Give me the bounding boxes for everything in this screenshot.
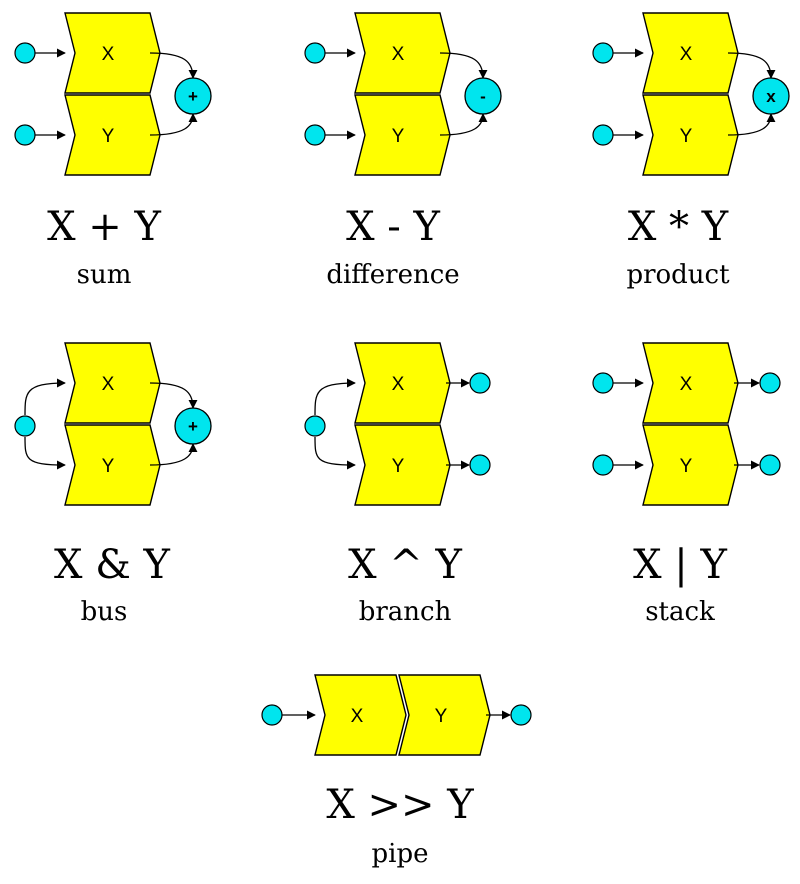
bus-expression: X & Y (54, 542, 171, 588)
block-x-label: X (392, 374, 405, 395)
output-node (510, 704, 532, 726)
difference-operator-symbol: - (480, 87, 486, 106)
sum-expression: X + Y (47, 204, 161, 250)
wire (149, 52, 198, 79)
block-y-label: Y (680, 456, 693, 477)
wire (314, 378, 356, 416)
output-node (469, 372, 491, 394)
wire (149, 113, 198, 136)
block-y-label: Y (102, 456, 115, 477)
branch-name: branch (359, 597, 452, 627)
bus-diagram: X Y + X & Y bus (14, 342, 212, 627)
pipe-name: pipe (372, 839, 429, 869)
block-y (354, 94, 451, 176)
input-node (592, 42, 614, 64)
stack-diagram: X Y X | Y stack (592, 342, 781, 627)
wire (24, 378, 66, 416)
bus-operator-symbol: + (188, 417, 198, 436)
wire (24, 436, 66, 470)
input-node (592, 124, 614, 146)
block-y (64, 94, 161, 176)
wire (149, 443, 198, 466)
block-x-label: X (680, 44, 693, 65)
block-x (354, 12, 451, 94)
product-operator-symbol: x (766, 87, 776, 106)
difference-name: difference (326, 260, 459, 290)
input-node (304, 415, 326, 437)
input-node (592, 372, 614, 394)
block-x (64, 12, 161, 94)
stack-expression: X | Y (633, 542, 727, 588)
wire (727, 52, 776, 79)
block-x (314, 674, 407, 756)
block-x (64, 342, 161, 424)
block-x-label: X (351, 706, 364, 727)
input-node (14, 415, 36, 437)
branch-diagram: X Y X ^ Y branch (304, 342, 491, 627)
block-x (642, 342, 739, 424)
wire (439, 113, 488, 136)
pipe-expression: X >> Y (326, 782, 474, 828)
block-x-label: X (680, 374, 693, 395)
sum-operator-node (174, 77, 212, 115)
difference-diagram: X Y - X - Y difference (304, 12, 502, 290)
block-y-label: Y (435, 706, 448, 727)
bus-name: bus (81, 597, 128, 627)
block-y (64, 424, 161, 506)
stack-name: stack (645, 597, 715, 627)
bus-operator-node (174, 407, 212, 445)
block-x (354, 342, 451, 424)
input-node (304, 42, 326, 64)
difference-expression: X - Y (346, 204, 440, 250)
block-y-label: Y (392, 126, 405, 147)
block-y-label: Y (680, 126, 693, 147)
block-x-label: X (102, 44, 115, 65)
sum-name: sum (77, 260, 132, 290)
block-y (354, 424, 451, 506)
product-name: product (626, 260, 730, 290)
output-node (469, 454, 491, 476)
wire (439, 52, 488, 79)
output-node (759, 454, 781, 476)
input-node (261, 704, 283, 726)
input-node (14, 124, 36, 146)
block-y (642, 424, 739, 506)
product-diagram: X Y x X * Y product (592, 12, 790, 290)
sum-diagram: X Y + X + Y sum (14, 12, 212, 290)
wire (149, 382, 198, 409)
block-y (398, 674, 491, 756)
block-y-label: Y (392, 456, 405, 477)
sum-operator-symbol: + (188, 87, 198, 106)
output-node (759, 372, 781, 394)
input-node (592, 454, 614, 476)
pipe-diagram: X Y X >> Y pipe (261, 674, 532, 869)
block-x-label: X (392, 44, 405, 65)
wire (314, 436, 356, 470)
input-node (14, 42, 36, 64)
block-y-label: Y (102, 126, 115, 147)
difference-operator-node (464, 77, 502, 115)
product-expression: X * Y (628, 204, 729, 250)
product-operator-node (752, 77, 790, 115)
block-y (642, 94, 739, 176)
input-node (304, 124, 326, 146)
block-x-label: X (102, 374, 115, 395)
branch-expression: X ^ Y (348, 542, 462, 588)
block-x (642, 12, 739, 94)
wire (727, 113, 776, 136)
